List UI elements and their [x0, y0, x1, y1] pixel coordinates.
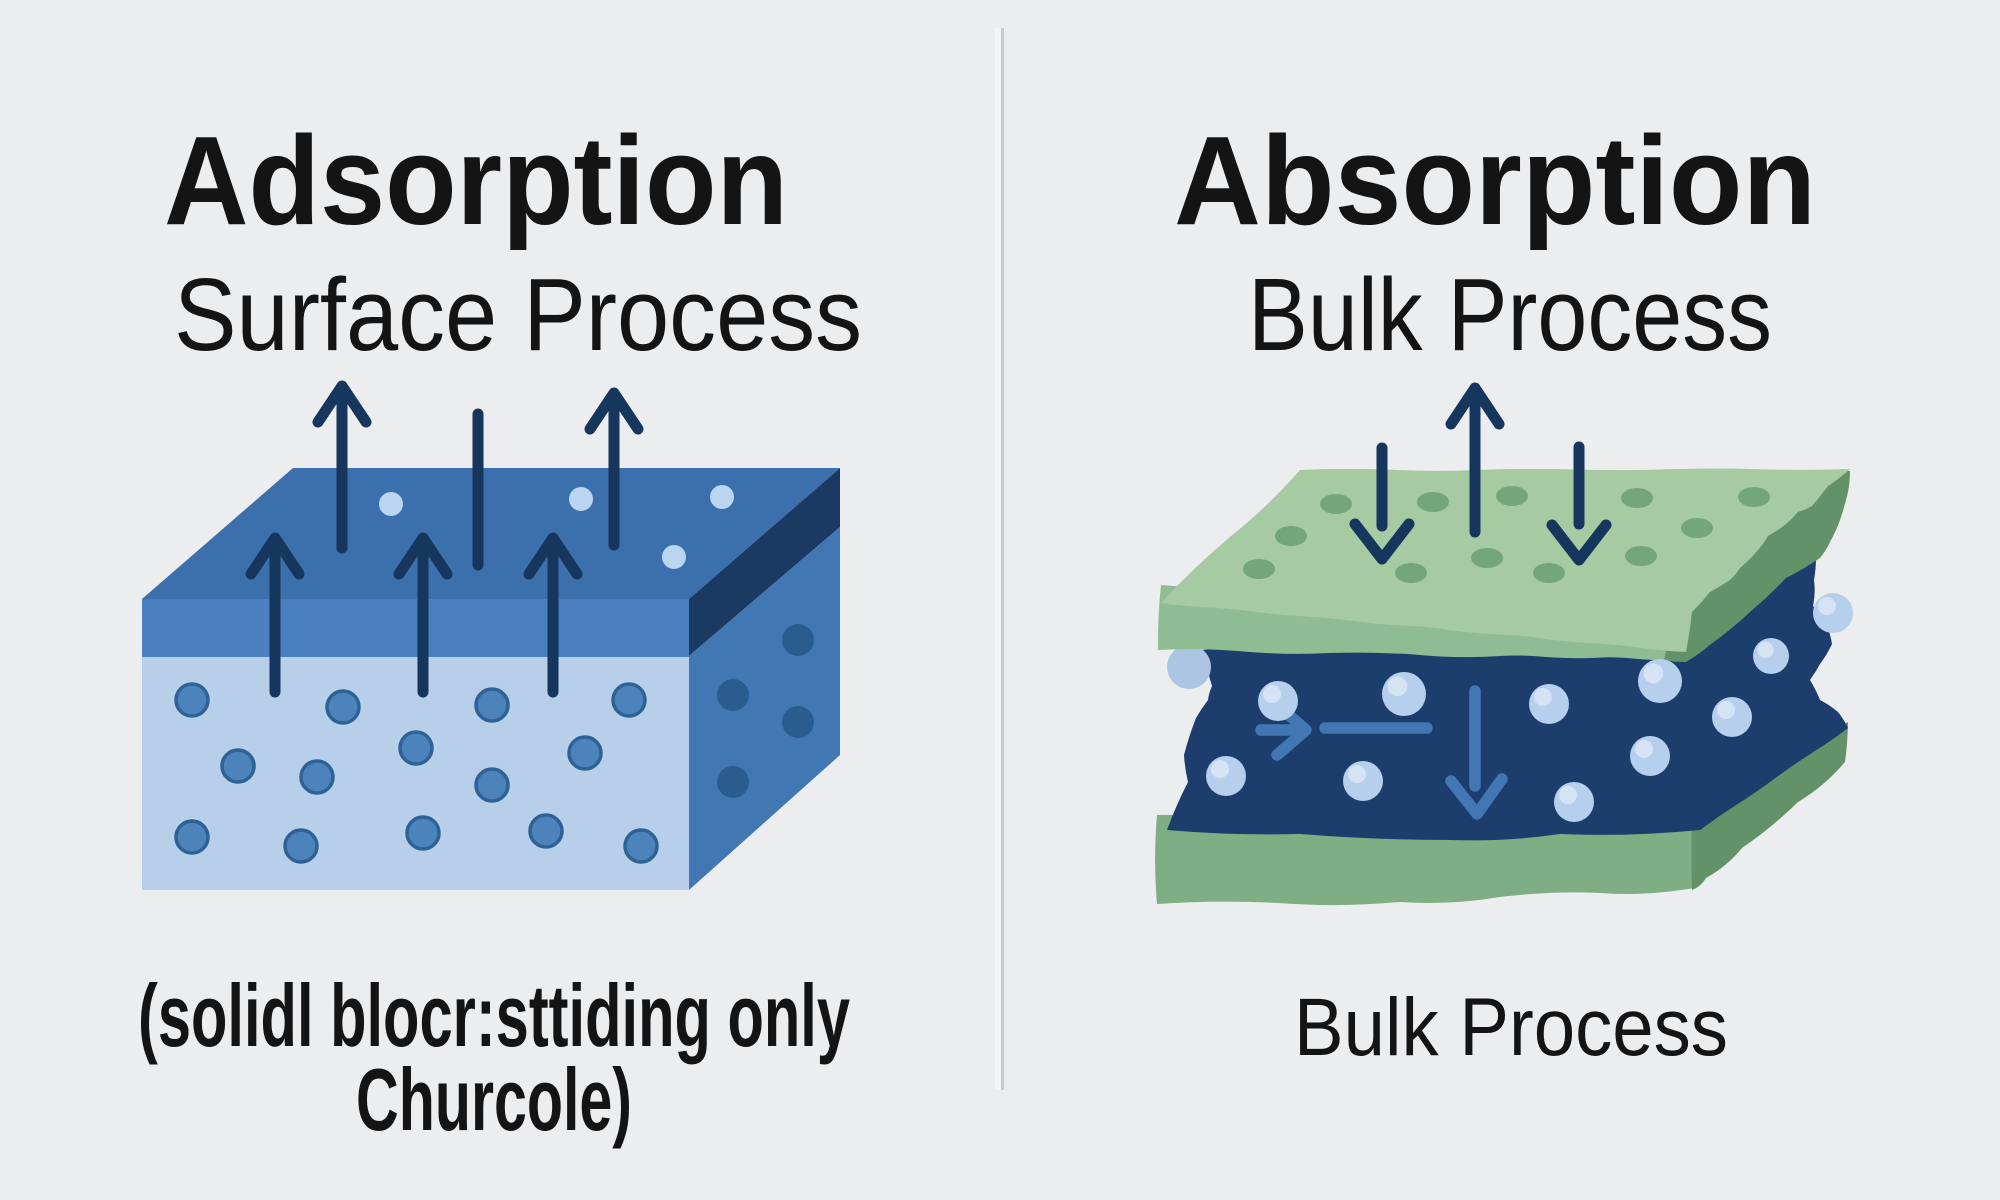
svg-text:Churcole): Churcole) [356, 1050, 632, 1149]
svg-text:Adsorption: Adsorption [164, 110, 788, 251]
svg-text:Surface Process: Surface Process [174, 257, 862, 372]
svg-text:Absorption: Absorption [1174, 110, 1816, 251]
svg-text:Bulk Process: Bulk Process [1248, 257, 1772, 372]
svg-text:Bulk Process: Bulk Process [1294, 982, 1728, 1073]
svg-text:(solidl blocr:sttiding only: (solidl blocr:sttiding only [138, 966, 850, 1065]
